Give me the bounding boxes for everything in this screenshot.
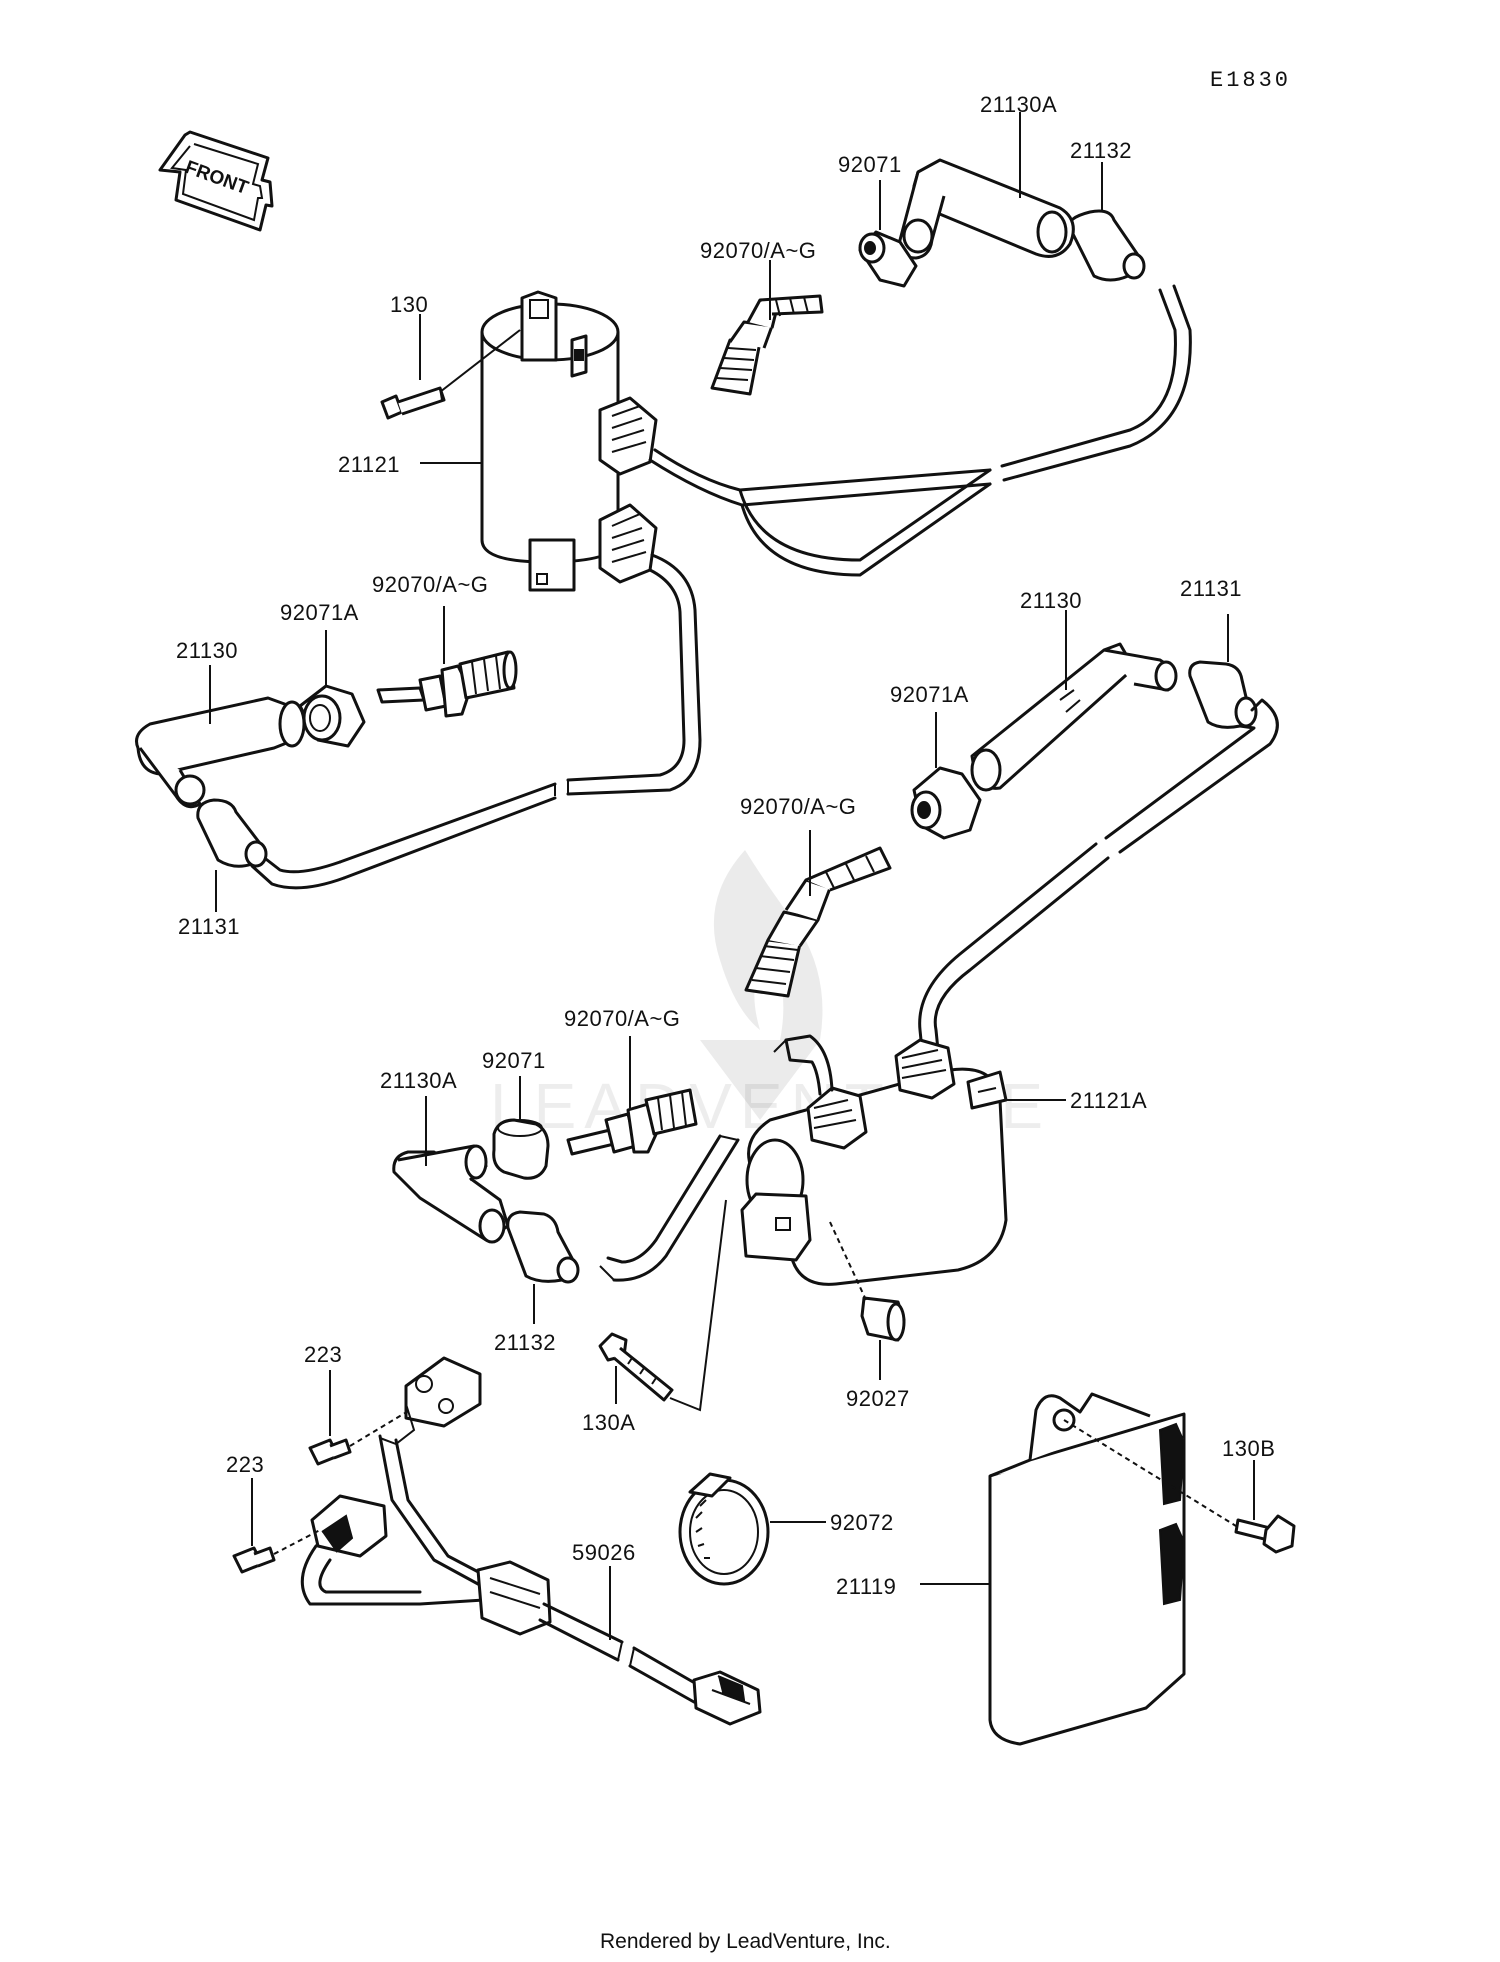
coil-lower-label: 21121A [1070,1088,1147,1113]
spark-plug-left-label: 92070/A~G [372,572,488,597]
spark-plug-top [710,294,824,396]
ht-lead-upper-b [566,553,702,796]
bolt-130b-label: 130B [1222,1436,1275,1461]
bolt-130-label: 130 [390,292,428,317]
ht-lead-lower [784,1034,834,1096]
screw-223-lower [232,1546,276,1574]
plug-cap-21130a-lower-label: 21130A [380,1068,457,1093]
pickup-59026-label: 59026 [572,1540,636,1565]
ignition-coil-upper [480,290,658,592]
plug-cap-21130a-lower [392,1144,510,1244]
seal-92071-lower-label: 92071 [482,1048,546,1073]
clamp-92072-label: 92072 [830,1510,894,1535]
igniter-unit [988,1392,1186,1746]
spark-plug-top-label: 92070/A~G [700,238,816,263]
seal-21132-lower-label: 21132 [494,1330,556,1355]
seal-21132-upper-label: 21132 [1070,138,1132,163]
seal-21131-right [1188,660,1258,729]
ht-lead-upper-a [653,448,992,492]
diagram-code: E1830 [1210,68,1291,93]
bolt-130b [1234,1514,1296,1554]
bolt-130a [598,1332,674,1402]
front-arrow-icon: FRONT [158,130,274,232]
coil-upper-label: 21121 [338,452,400,477]
seal-92071a-left-label: 92071A [280,600,359,625]
spark-plug-lower-label: 92070/A~G [564,1006,680,1031]
seal-92071-upper-label: 92071 [838,152,902,177]
seal-92071a-right-label: 92071A [890,682,969,707]
seal-92071-lower [492,1118,550,1180]
clamp-92072 [678,1472,770,1586]
footer-credit: Rendered by LeadVenture, Inc. [600,1930,891,1953]
collar-92027 [860,1296,906,1342]
seal-92071a-left [298,684,366,748]
plug-cap-21130a-upper-label: 21130A [980,92,1057,117]
seal-21131-left-label: 21131 [178,914,240,939]
plug-cap-21130-left [135,696,306,809]
plug-cap-21130-right-label: 21130 [1020,588,1082,613]
plug-cap-21130-left-label: 21130 [176,638,238,663]
igniter-label: 21119 [836,1574,896,1599]
watermark-logo [700,850,823,1120]
screw-223-lower-label: 223 [226,1452,264,1477]
plug-cap-21130-right [970,642,1178,792]
seal-21131-left [196,798,268,868]
pickup-coil [300,1356,762,1726]
spark-plug-lower [566,1088,698,1156]
spark-plug-right [744,846,892,998]
screw-223-upper-label: 223 [304,1342,342,1367]
collar-92027-label: 92027 [846,1386,910,1411]
bolt-130a-label: 130A [582,1410,635,1435]
seal-21131-right-label: 21131 [1180,576,1242,601]
spark-plug-right-label: 92070/A~G [740,794,856,819]
seal-21132-lower [506,1210,580,1284]
bolt-130 [380,386,446,420]
ht-lead-right [1118,698,1279,854]
seal-92071a-right [910,766,982,840]
seal-92071-upper [858,230,918,288]
screw-223-upper [308,1438,352,1466]
plug-cap-21130a-upper [898,158,1075,260]
ignition-coil-lower [740,1038,1008,1286]
seal-21132-upper [1067,209,1146,282]
spark-plug-left [376,650,518,718]
